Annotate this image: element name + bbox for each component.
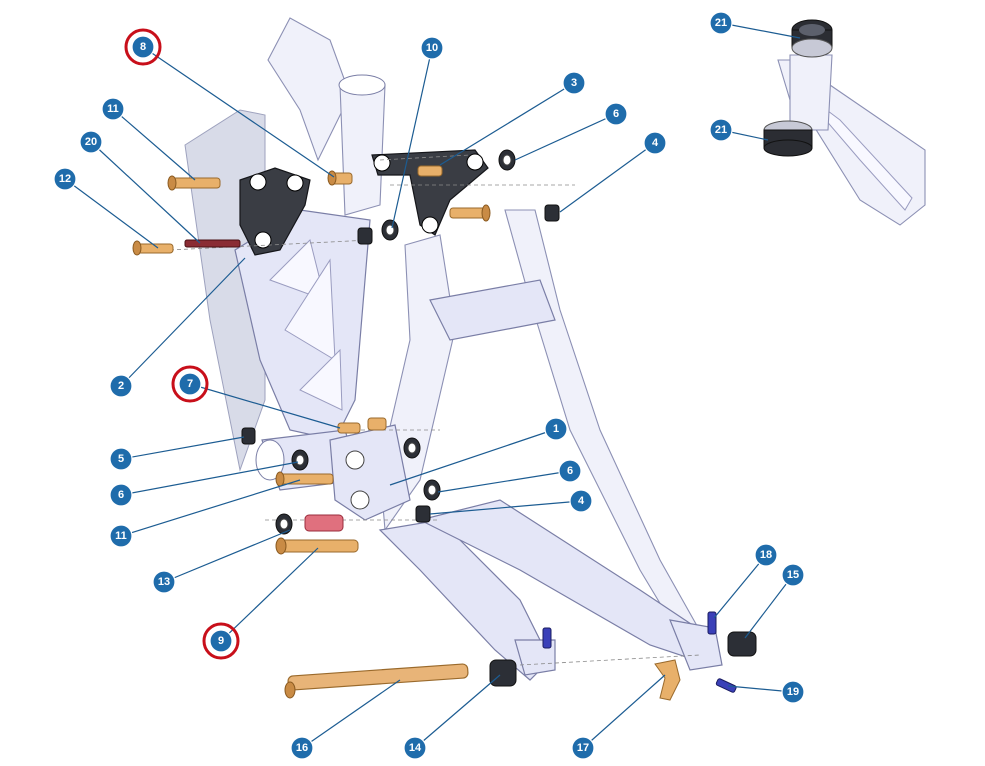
- svg-text:14: 14: [409, 742, 422, 754]
- pin-11-bottom: [275, 471, 334, 487]
- svg-text:6: 6: [613, 108, 619, 120]
- svg-text:5: 5: [118, 453, 124, 465]
- callout-8: 8: [124, 28, 162, 66]
- callout-6-right: 6: [558, 459, 582, 483]
- svg-text:4: 4: [578, 495, 585, 507]
- svg-text:6: 6: [118, 489, 124, 501]
- bolt-19: [715, 678, 737, 693]
- svg-text:17: 17: [577, 742, 589, 754]
- seat-tube-top: [338, 74, 386, 96]
- bearing-13: [275, 513, 293, 535]
- callout-11-bottom: 11: [109, 524, 133, 548]
- rear-swingarm: [329, 209, 723, 681]
- bearing-6-mid: [403, 437, 421, 459]
- pin-mid-right: [367, 417, 387, 431]
- bearing-6-left: [291, 449, 309, 471]
- svg-text:15: 15: [787, 569, 799, 581]
- svg-text:11: 11: [115, 530, 127, 542]
- bolt-18: [707, 611, 717, 635]
- pin-7: [337, 422, 361, 434]
- svg-text:11: 11: [107, 103, 119, 115]
- svg-text:8: 8: [140, 41, 146, 53]
- rocker-links: [239, 149, 489, 256]
- lower-link: [329, 424, 411, 521]
- svg-text:2: 2: [118, 380, 124, 392]
- callout-20: 20: [79, 130, 103, 154]
- callout-21-bottom: 21: [709, 118, 733, 142]
- svg-text:19: 19: [787, 686, 799, 698]
- rear-axle-16: [284, 663, 469, 699]
- svg-text:3: 3: [571, 77, 577, 89]
- derailleur-hanger-17: [654, 659, 681, 701]
- callout-7: 7: [171, 365, 209, 403]
- svg-text:7: 7: [187, 378, 193, 390]
- callout-2: 2: [109, 374, 133, 398]
- spacer-13: [304, 514, 344, 532]
- svg-text:6: 6: [567, 465, 573, 477]
- spacer-10: [357, 219, 399, 245]
- svg-text:21: 21: [715, 17, 727, 29]
- svg-text:13: 13: [158, 576, 170, 588]
- rod-20: [184, 239, 241, 248]
- spacer-5: [241, 427, 256, 445]
- svg-text:1: 1: [553, 423, 559, 435]
- pin-9: [275, 537, 359, 555]
- svg-text:9: 9: [218, 635, 224, 647]
- callout-13: 13: [152, 570, 176, 594]
- upper-headset-cup: [791, 19, 833, 58]
- callout-3: 3: [562, 71, 586, 95]
- front-triangle: [184, 17, 386, 491]
- seat-tube: [339, 84, 386, 216]
- callouts: 1 2 3 4 4 5 6 6 6 7 8 9 10 11 11 12 13 1…: [53, 11, 805, 760]
- pin-11-top: [167, 175, 221, 191]
- callout-5: 5: [109, 447, 133, 471]
- pin-12: [132, 240, 174, 256]
- spacer-4-top: [544, 204, 560, 222]
- callout-16: 16: [290, 736, 314, 760]
- callout-15: 15: [781, 563, 805, 587]
- callout-10: 10: [420, 36, 444, 60]
- pin-rocker-right: [417, 165, 443, 177]
- axle-nut-14: [489, 659, 517, 687]
- callout-12: 12: [53, 167, 77, 191]
- callout-6-left: 6: [109, 483, 133, 507]
- bearing-6-top: [498, 149, 516, 171]
- headset-inset: [700, 5, 980, 230]
- pin-long-right: [449, 204, 491, 222]
- dropout-front: [514, 639, 556, 676]
- bearing-6-right: [423, 479, 441, 501]
- callout-19: 19: [781, 680, 805, 704]
- svg-text:20: 20: [85, 136, 97, 148]
- axle-cap-15: [727, 631, 757, 657]
- stay-bridge: [429, 279, 556, 341]
- top-tube: [267, 17, 351, 162]
- callout-1: 1: [544, 417, 568, 441]
- pin-8: [327, 170, 353, 186]
- svg-text:10: 10: [426, 42, 438, 54]
- svg-text:4: 4: [652, 137, 659, 149]
- svg-text:16: 16: [296, 742, 308, 754]
- callout-21-top: 21: [709, 11, 733, 35]
- inset-head-tube: [789, 54, 833, 131]
- bolt-front: [542, 627, 552, 649]
- callout-4-top: 4: [643, 131, 667, 155]
- callout-17: 17: [571, 736, 595, 760]
- spacer-4-bottom: [415, 505, 431, 523]
- svg-text:12: 12: [59, 173, 71, 185]
- hardware: [132, 149, 757, 701]
- callout-6-top: 6: [604, 102, 628, 126]
- callout-11-top: 11: [101, 97, 125, 121]
- callout-4-bottom: 4: [569, 489, 593, 513]
- callout-18: 18: [754, 543, 778, 567]
- svg-text:21: 21: [715, 124, 727, 136]
- callout-9: 9: [202, 622, 240, 660]
- callout-14: 14: [403, 736, 427, 760]
- lower-headset-cup: [763, 120, 813, 157]
- svg-text:18: 18: [760, 549, 772, 561]
